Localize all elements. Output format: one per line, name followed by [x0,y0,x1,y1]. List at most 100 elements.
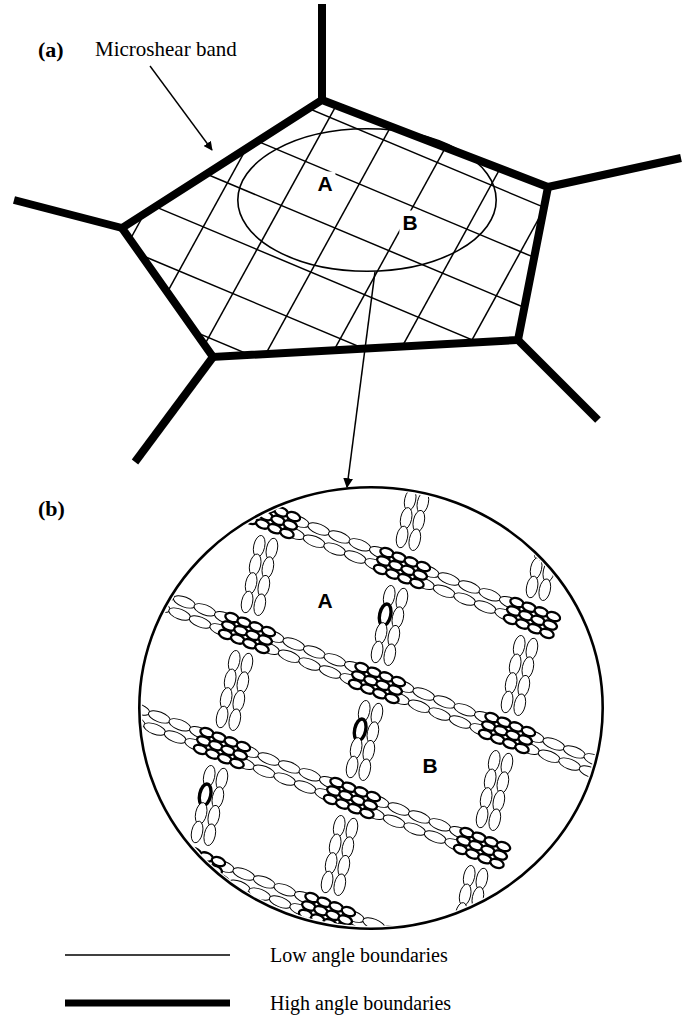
subgrain-cell [81,681,97,694]
subgrain-cell [63,693,79,706]
subgrain-cell [498,483,523,501]
subgrain-cell [78,689,94,702]
grain-boundary [122,100,548,357]
subgrain-cell [462,923,477,947]
low-angle-boundary [300,0,685,893]
subgrain-cell [206,869,231,887]
subgrain-cell [570,495,586,508]
subgrain-cell [416,436,432,449]
subgrain-cell [446,946,462,959]
subgrain-cell [102,699,118,712]
subgrain-cell [537,578,552,602]
subgrain-cell [567,504,583,517]
subgrain-cell [436,459,461,477]
panel-letter: (b) [38,497,65,521]
subgrain-cell [457,467,482,485]
subgrain-cell [477,475,502,493]
subgrain-cell [124,592,140,605]
subgrain-cell [423,828,448,846]
low-angle-boundary [0,0,370,614]
ellipse-outline [238,129,496,271]
subgrain-cell [425,449,441,462]
subgrain-cell [545,541,560,565]
subgrain-cell [202,823,217,847]
subgrain-cell [552,507,568,520]
legend-line-sample [65,1000,230,1007]
subgrain-cell [97,658,112,682]
subgrain-cell [192,867,208,880]
low-angle-boundary [0,0,421,642]
subgrain-cell [632,787,648,800]
subgrain-cell [319,870,334,894]
subgrain-cell [127,584,143,597]
subgrain-cell [518,491,543,509]
low-angle-boundary [0,0,685,460]
subgrain-cell [272,770,297,788]
subgrain-cell [131,577,156,595]
subgrain-cell [227,877,252,895]
subgrain-cell [626,766,642,779]
subgrain-cell [118,571,134,584]
low-angle-boundary [0,180,685,645]
subgrain-cell [188,613,213,631]
subgrain-cell [635,779,651,792]
subgrain-cell [537,747,562,765]
legend-line-sample [62,991,232,1015]
low-angle-boundary [351,0,685,921]
subgrain-letter: B [419,754,440,777]
subgrain-cell [428,441,444,454]
subgrain-cell [455,959,471,972]
low-angle-boundary [0,0,472,670]
subgrain-cell [302,532,327,550]
subgrain-cell [644,792,660,805]
subgrain-cell [512,693,527,717]
low-angle-boundary [0,42,685,507]
subgrain-cell [382,643,397,667]
leader-line [150,66,212,150]
subgrain-cell [293,778,318,796]
low-angle-boundary [0,0,685,368]
subgrain-cell [66,685,82,698]
subgrain-cell [279,527,295,540]
subgrain-cell [382,812,407,830]
low-angle-boundary [0,0,685,276]
subgrain-cell [422,457,438,470]
subgrain-cell [448,713,473,731]
legend-line-sample [65,954,230,956]
subgrain-cell [531,490,547,503]
subgrain-cell [99,707,115,720]
subgrain-cell [528,498,544,511]
ellipse-outline [237,128,497,272]
subgrain-cell [91,570,107,583]
subgrain-cell [470,955,486,968]
high-angle-boundary [318,4,326,100]
low-angle-boundary [0,0,685,184]
high-angle-boundary [518,340,598,420]
subgrain-cell [105,690,121,703]
low-angle-boundary [147,0,685,810]
subgrain-cell [254,642,270,655]
subgrain-cell [452,590,477,608]
subgrain-cell [297,655,322,673]
subgrain-cell [543,494,559,507]
subgrain-cell [540,503,556,516]
subgrain-cell [534,481,550,494]
subgrain-cell [168,858,184,871]
low-angle-boundary [0,0,685,230]
subgrain-cell [564,512,580,525]
subgrain-cell [357,927,382,945]
subgrain-cell [437,454,453,467]
subgrain-cell [410,453,426,466]
subgrain-cell [103,574,119,587]
subgrain-cell [214,705,229,729]
subgrain-cell [252,593,267,617]
subgrain-cell [106,692,131,710]
subgrain-cell [69,676,85,689]
subgrain-cell [549,522,564,546]
subgrain-cell [449,920,464,944]
zoom-region: AB [237,128,497,272]
legend-text: Low angle boundaries [270,944,448,966]
legend-entry: High angle boundaries [62,991,451,1015]
